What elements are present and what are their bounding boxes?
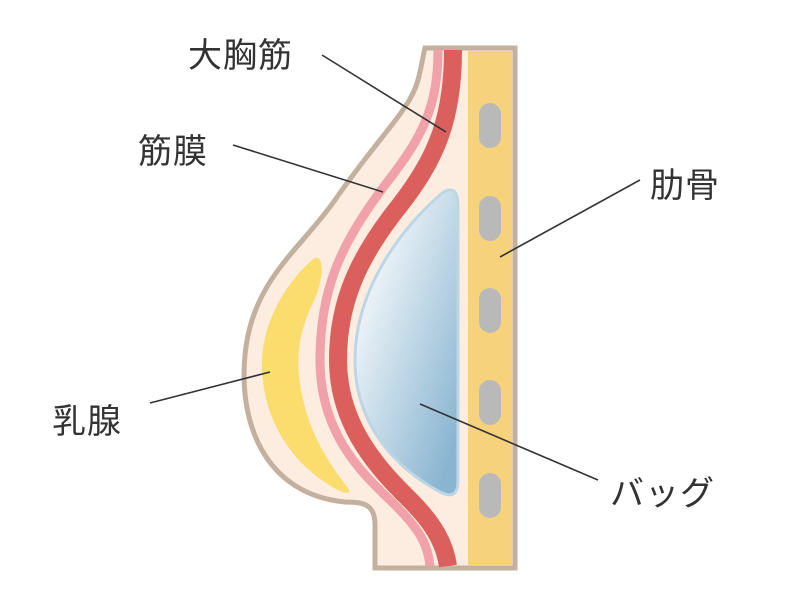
leader-gland xyxy=(149,371,271,404)
rib-bones xyxy=(479,103,501,518)
leader-implant xyxy=(419,403,599,481)
rib-bone xyxy=(479,288,501,333)
label-implant: バッグ xyxy=(610,474,715,514)
pectoralis-major-muscle xyxy=(328,49,462,568)
label-mammary-gland: 乳腺 xyxy=(52,402,122,442)
implant xyxy=(353,188,460,497)
label-rib: 肋骨 xyxy=(650,166,720,206)
leader-pectoralis xyxy=(321,54,447,133)
rib-bone xyxy=(479,380,501,425)
mammary-gland xyxy=(261,257,350,493)
label-pectoralis-major: 大胸筋 xyxy=(188,36,293,76)
fascia-layer xyxy=(315,49,443,567)
leader-lines xyxy=(149,54,641,481)
label-fascia: 筋膜 xyxy=(138,132,208,172)
rib-bone xyxy=(479,473,501,518)
rib-bone xyxy=(479,196,501,241)
rib-bone xyxy=(479,103,501,148)
leader-rib xyxy=(499,179,641,258)
leader-fascia xyxy=(232,144,384,193)
